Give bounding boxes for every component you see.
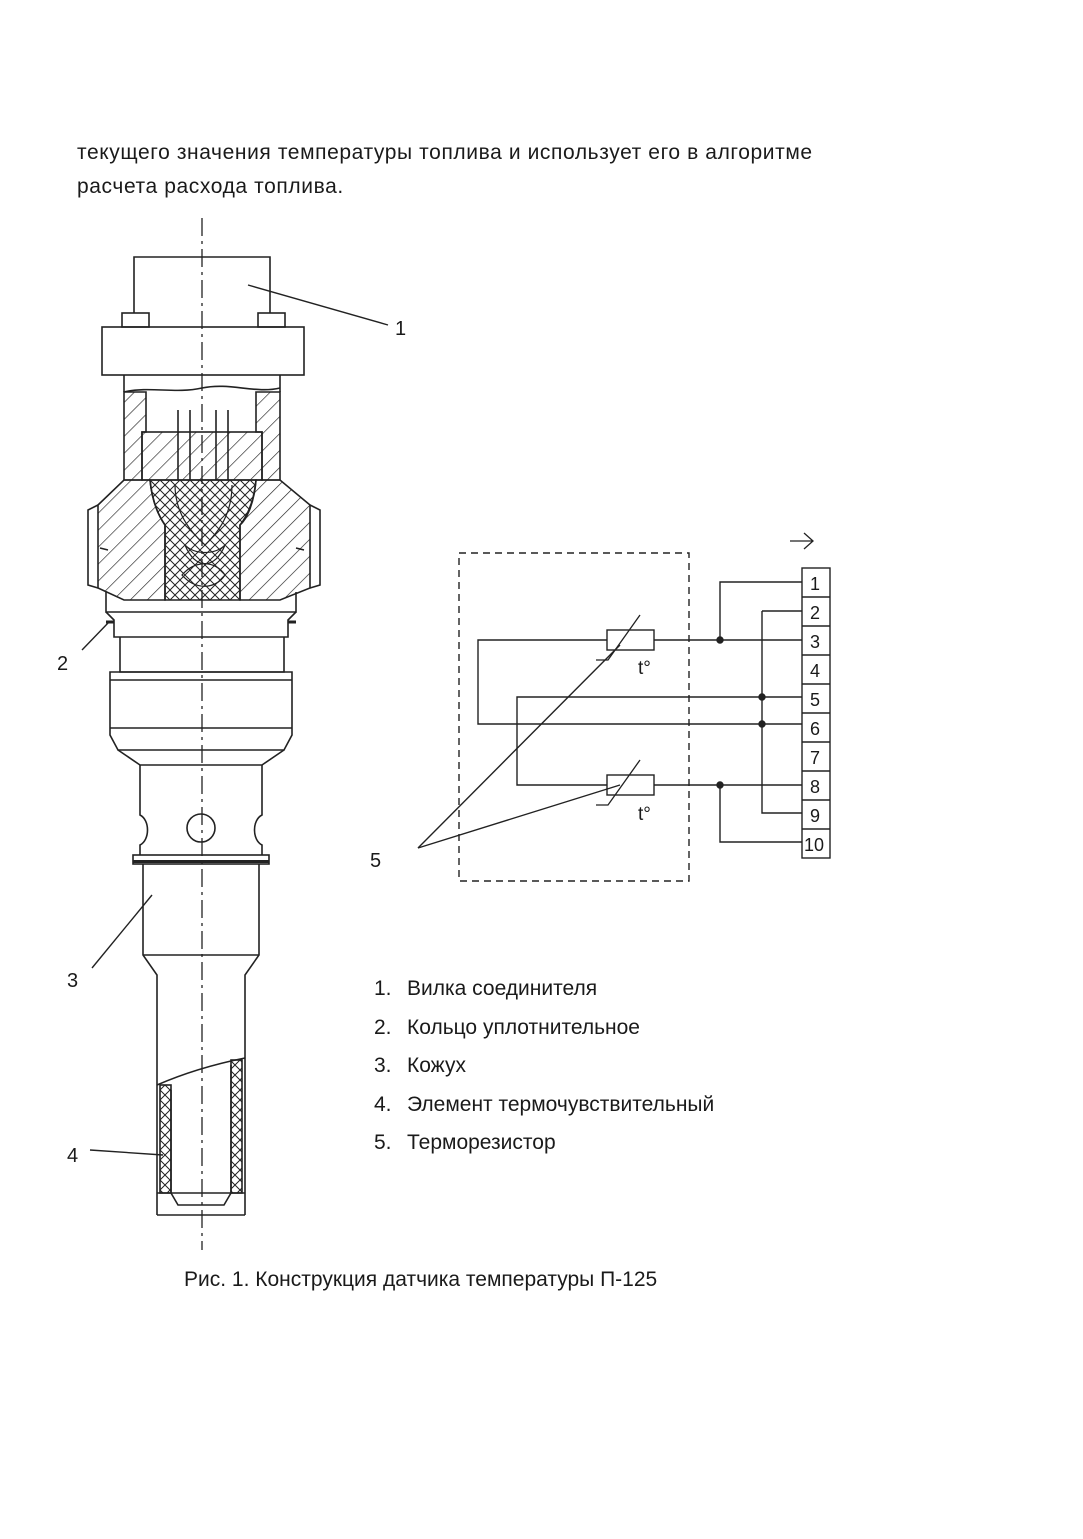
intro-line-2: расчета расхода топлива.	[77, 175, 344, 198]
shaft	[132, 765, 270, 865]
legend-item: 1. Вилка соединителя	[374, 970, 714, 1009]
terminal-2: 2	[810, 603, 820, 623]
terminal-9: 9	[810, 806, 820, 826]
legend-text: Кожух	[407, 1054, 466, 1077]
figure-caption: Рис. 1. Конструкция датчика температуры …	[184, 1268, 658, 1291]
wiring-schematic	[458, 532, 831, 882]
legend-item: 3. Кожух	[374, 1047, 714, 1086]
legend-num: 2.	[374, 1015, 392, 1039]
callout-1: 1	[395, 318, 406, 340]
hex-body	[109, 671, 293, 766]
thermo-element	[156, 1057, 246, 1216]
sensor-drawing	[81, 218, 621, 1250]
callout-3: 3	[67, 970, 78, 992]
legend-text: Кольцо уплотнительное	[407, 1015, 640, 1039]
legend-text: Терморезистор	[407, 1131, 556, 1154]
legend-num: 1.	[374, 977, 392, 1000]
leader-lines	[81, 284, 621, 1156]
terminal-6: 6	[810, 719, 820, 739]
terminal-4: 4	[810, 661, 820, 681]
callout-2: 2	[57, 653, 68, 675]
seal-ring-area	[105, 592, 297, 673]
terminal-8: 8	[810, 777, 820, 797]
callout-4: 4	[67, 1145, 78, 1167]
legend-num: 5.	[374, 1131, 392, 1154]
intro-line-1: текущего значения температуры топлива и …	[77, 141, 813, 164]
thermistor-top-label: t°	[638, 658, 651, 679]
thermistor-top	[606, 629, 655, 651]
terminal-strip	[801, 567, 831, 859]
callout-5: 5	[370, 850, 381, 872]
legend-num: 4.	[374, 1092, 392, 1116]
legend-num: 3.	[374, 1054, 392, 1077]
legend: 1. Вилка соединителя 2. Кольцо уплотнитель…	[374, 970, 714, 1163]
intro-text: текущего значения температуры топлива и …	[77, 136, 937, 204]
legend-item: 4. Элемент термочувствительный	[374, 1086, 714, 1125]
thermistor-bottom	[606, 774, 655, 796]
legend-item: 5. Терморезистор	[374, 1124, 714, 1163]
sensor-boundary	[458, 552, 690, 882]
legend-text: Элемент термочувствительный	[407, 1092, 715, 1116]
terminal-1: 1	[810, 574, 820, 594]
housing	[87, 391, 321, 601]
terminal-labels: 1 2 3 4 5 6 7 8 9 10	[804, 574, 824, 855]
terminal-5: 5	[810, 690, 820, 710]
terminal-7: 7	[810, 748, 820, 768]
connector-plug	[101, 256, 305, 393]
thermistor-bottom-label: t°	[638, 804, 651, 825]
terminal-3: 3	[810, 632, 820, 652]
terminal-10: 10	[804, 835, 824, 855]
legend-text: Вилка соединителя	[407, 977, 598, 1000]
legend-item: 2. Кольцо уплотнительное	[374, 1009, 714, 1048]
casing	[142, 864, 260, 1215]
